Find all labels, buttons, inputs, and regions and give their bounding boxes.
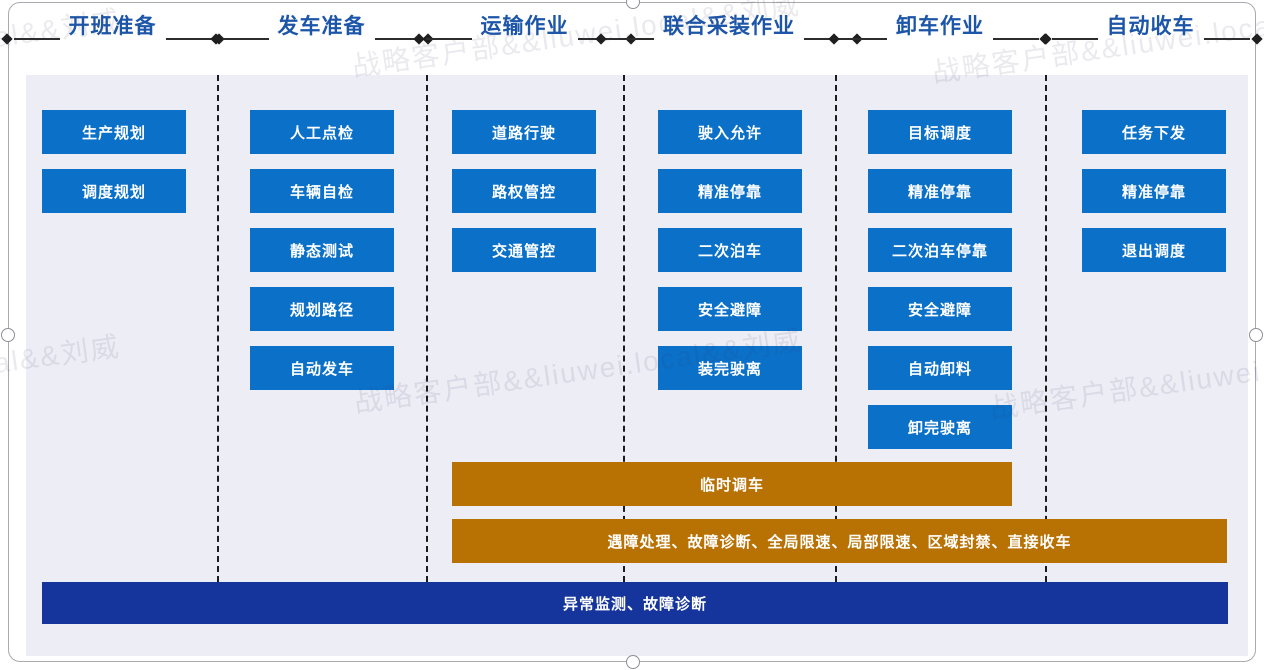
task-button[interactable]: 精准停靠 <box>1082 169 1226 213</box>
exception-actions-bar[interactable]: 遇障处理、故障诊断、全局限速、局部限速、区域封禁、直接收车 <box>452 519 1227 563</box>
column-divider <box>426 75 428 582</box>
task-button[interactable]: 卸完驶离 <box>868 405 1012 449</box>
diamond-line-left <box>595 33 654 45</box>
selection-handle-left[interactable] <box>1 328 15 342</box>
task-button[interactable]: 自动卸料 <box>868 346 1012 390</box>
task-button[interactable]: 精准停靠 <box>658 169 802 213</box>
diamond-icon <box>209 33 222 45</box>
task-button[interactable]: 安全避障 <box>868 287 1012 331</box>
task-button[interactable]: 生产规划 <box>42 110 186 154</box>
task-button[interactable]: 调度规划 <box>42 169 186 213</box>
column-divider <box>217 75 219 582</box>
diamond-icon <box>0 33 13 45</box>
task-button[interactable]: 退出调度 <box>1082 228 1226 272</box>
task-column: 任务下发精准停靠退出调度 <box>1082 110 1226 287</box>
line <box>804 38 850 40</box>
task-column: 人工点检车辆自检静态测试规划路径自动发车 <box>250 110 394 405</box>
exception-actions-label: 遇障处理、故障诊断、全局限速、局部限速、区域封禁、直接收车 <box>607 533 1072 551</box>
monitoring-bar[interactable]: 异常监测、故障诊断 <box>42 582 1228 624</box>
line <box>374 38 421 40</box>
temporary-dispatch-bar[interactable]: 临时调车 <box>452 462 1012 506</box>
stage-header[interactable]: 卸车作业 <box>828 8 1052 50</box>
column-divider <box>1045 75 1047 582</box>
line <box>1203 38 1250 40</box>
task-button[interactable]: 规划路径 <box>250 287 394 331</box>
task-column: 驶入允许精准停靠二次泊车安全避障装完驶离 <box>658 110 802 405</box>
task-button[interactable]: 静态测试 <box>250 228 394 272</box>
line <box>608 38 654 40</box>
stage-label: 卸车作业 <box>896 15 984 38</box>
stage-header[interactable]: 联合采装作业 <box>595 8 863 50</box>
line <box>13 38 60 40</box>
task-button[interactable]: 安全避障 <box>658 287 802 331</box>
task-button[interactable]: 路权管控 <box>452 169 596 213</box>
line <box>222 38 269 40</box>
stage-header[interactable]: 运输作业 <box>412 8 637 50</box>
task-button[interactable]: 任务下发 <box>1082 110 1226 154</box>
stage-label: 联合采装作业 <box>663 15 795 38</box>
task-column: 目标调度精准停靠二次泊车停靠安全避障自动卸料卸完驶离 <box>868 110 1012 464</box>
diamond-icon <box>1038 33 1051 45</box>
task-button[interactable]: 驶入允许 <box>658 110 802 154</box>
line <box>841 38 887 40</box>
selection-handle-right[interactable] <box>1249 328 1263 342</box>
stage-header[interactable]: 开班准备 <box>0 8 225 50</box>
task-button[interactable]: 车辆自检 <box>250 169 394 213</box>
diamond-line-right <box>993 33 1052 45</box>
task-column: 道路行驶路权管控交通管控 <box>452 110 596 287</box>
column-divider <box>835 75 837 582</box>
line <box>165 38 212 40</box>
diamond-icon <box>1250 33 1263 45</box>
task-button[interactable]: 道路行驶 <box>452 110 596 154</box>
diamond-icon <box>828 33 840 45</box>
temporary-dispatch-label: 临时调车 <box>699 476 764 494</box>
stage-header[interactable]: 发车准备 <box>209 8 434 50</box>
diamond-line-left <box>0 33 60 45</box>
stage-label: 开班准备 <box>68 15 157 38</box>
stage-label: 发车准备 <box>277 15 366 38</box>
diamond-line-left <box>412 33 472 45</box>
diamond-line-right <box>804 33 863 45</box>
line <box>993 38 1039 40</box>
task-button[interactable]: 装完驶离 <box>658 346 802 390</box>
diamond-icon <box>595 33 607 45</box>
task-button[interactable]: 精准停靠 <box>868 169 1012 213</box>
stage-label: 自动收车 <box>1106 15 1195 38</box>
monitoring-label: 异常监测、故障诊断 <box>562 595 707 613</box>
diamond-line-left <box>828 33 887 45</box>
task-button[interactable]: 自动发车 <box>250 346 394 390</box>
task-button[interactable]: 交通管控 <box>452 228 596 272</box>
line <box>1051 38 1098 40</box>
task-button[interactable]: 二次泊车 <box>658 228 802 272</box>
task-column: 生产规划调度规划 <box>42 110 186 228</box>
task-button[interactable]: 人工点检 <box>250 110 394 154</box>
diamond-line-right <box>1203 33 1263 45</box>
diamond-line-left <box>1038 33 1098 45</box>
diamond-icon <box>412 33 425 45</box>
line <box>425 38 472 40</box>
stage-header[interactable]: 自动收车 <box>1038 8 1263 50</box>
task-button[interactable]: 目标调度 <box>868 110 1012 154</box>
process-panel <box>26 75 1248 656</box>
selection-handle-top[interactable] <box>626 0 640 9</box>
stage-label: 运输作业 <box>480 15 569 38</box>
task-button[interactable]: 二次泊车停靠 <box>868 228 1012 272</box>
diamond-line-right <box>165 33 225 45</box>
diamond-line-right <box>374 33 434 45</box>
diamond-line-left <box>209 33 269 45</box>
selection-handle-bottom[interactable] <box>626 655 640 669</box>
column-divider <box>623 75 625 582</box>
